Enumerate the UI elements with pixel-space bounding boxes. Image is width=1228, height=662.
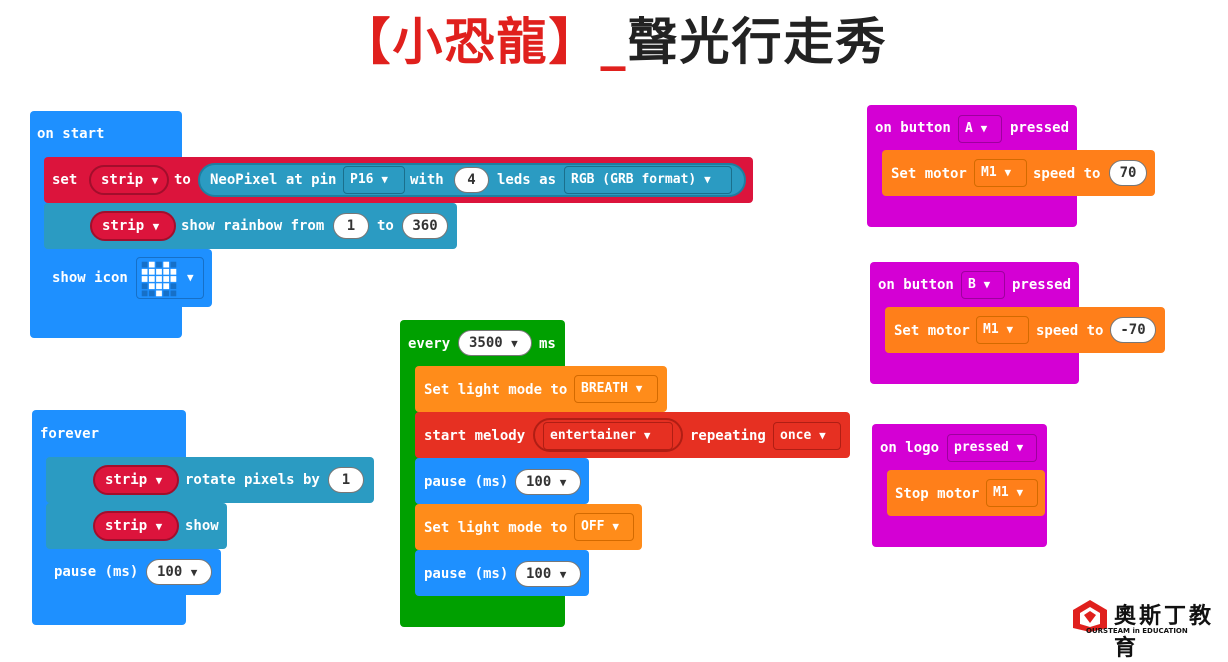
neopixel-pin-label: NeoPixel at pin: [210, 172, 337, 188]
button-a-dropdown[interactable]: A ▼: [958, 115, 1002, 143]
pin-dropdown[interactable]: P16 ▼: [343, 166, 405, 194]
button-b-dropdown[interactable]: B ▼: [961, 271, 1005, 299]
strip-variable-dropdown[interactable]: strip ▼: [89, 165, 169, 195]
forever-pause-dropdown[interactable]: 100 ▼: [146, 559, 212, 585]
light-mode-dropdown-1[interactable]: BREATH ▼: [574, 375, 658, 403]
set-motor-b-label: Set motor: [894, 323, 970, 339]
show-strip-dropdown[interactable]: strip ▼: [93, 511, 179, 541]
brand-tagline: OURSTEAM in EDUCATION: [1086, 627, 1188, 635]
light-mode-dropdown-2[interactable]: OFF ▼: [574, 513, 634, 541]
interval-dropdown[interactable]: 3500 ▼: [458, 330, 532, 356]
forever-pause-label: pause (ms): [54, 564, 139, 580]
button-b-on-label: on button: [878, 277, 954, 293]
brand-logo: 奧斯丁教育 OURSTEAM in EDUCATION: [1070, 596, 1220, 661]
set-light-label-2: Set light mode to: [424, 520, 568, 536]
set-motor-a-label: Set motor: [891, 166, 967, 182]
every-label: every: [408, 336, 451, 352]
set-label: set: [52, 172, 78, 188]
every-pause-label-1: pause (ms): [424, 474, 509, 490]
melody-dropdown[interactable]: entertainer ▼: [543, 422, 673, 450]
repeating-label: repeating: [690, 428, 766, 444]
rainbow-to-input[interactable]: 360: [402, 213, 448, 239]
rotate-pixels-label: rotate pixels by: [185, 472, 320, 488]
speed-b-label: speed to: [1036, 323, 1104, 339]
button-a-on-label: on button: [875, 120, 951, 136]
button-a-pressed-label: pressed: [1010, 120, 1070, 136]
rotate-amount-input[interactable]: 1: [328, 467, 364, 493]
speed-b-input[interactable]: -70: [1110, 317, 1156, 343]
title-part1: 【小恐龍】_: [340, 13, 628, 71]
stop-motor-label: Stop motor: [895, 486, 980, 502]
motor-b-dropdown[interactable]: M1 ▼: [976, 316, 1029, 344]
strip-show-label: show: [185, 518, 219, 534]
on-start-label: on start: [37, 126, 105, 142]
logo-event-dropdown[interactable]: pressed ▼: [947, 434, 1037, 462]
with-label: with: [410, 172, 444, 188]
page-title: 【小恐龍】_聲光行走秀: [0, 10, 1228, 74]
every-pause-label-2: pause (ms): [424, 566, 509, 582]
set-light-label-1: Set light mode to: [424, 382, 568, 398]
icon-dropdown[interactable]: ▼: [136, 257, 204, 299]
title-part2: 聲光行走秀: [627, 13, 888, 71]
show-rainbow-label: show rainbow from: [181, 218, 325, 234]
rainbow-to-label: to: [377, 218, 394, 234]
leds-as-label: leds as: [497, 172, 557, 188]
color-format-dropdown[interactable]: RGB (GRB format) ▼: [564, 166, 732, 194]
heart-icon: [141, 261, 177, 297]
to-label: to: [174, 172, 191, 188]
rainbow-strip-dropdown[interactable]: strip ▼: [90, 211, 176, 241]
speed-a-label: speed to: [1033, 166, 1101, 182]
rotate-strip-dropdown[interactable]: strip ▼: [93, 465, 179, 495]
ms-label: ms: [539, 336, 556, 352]
on-logo-label: on logo: [880, 440, 940, 456]
button-b-pressed-label: pressed: [1012, 277, 1072, 293]
stop-motor-dropdown[interactable]: M1 ▼: [986, 479, 1038, 507]
show-icon-label: show icon: [52, 270, 128, 286]
brand-emblem-icon: [1073, 600, 1107, 632]
every-pause-dropdown-2[interactable]: 100 ▼: [515, 561, 581, 587]
every-pause-dropdown-1[interactable]: 100 ▼: [515, 469, 581, 495]
motor-a-dropdown[interactable]: M1 ▼: [974, 159, 1027, 187]
start-melody-label: start melody: [424, 428, 526, 444]
rainbow-from-input[interactable]: 1: [333, 213, 369, 239]
speed-a-input[interactable]: 70: [1109, 160, 1147, 186]
forever-label: forever: [40, 426, 100, 442]
led-count-input[interactable]: 4: [454, 167, 489, 193]
repeat-mode-dropdown[interactable]: once ▼: [773, 422, 841, 450]
